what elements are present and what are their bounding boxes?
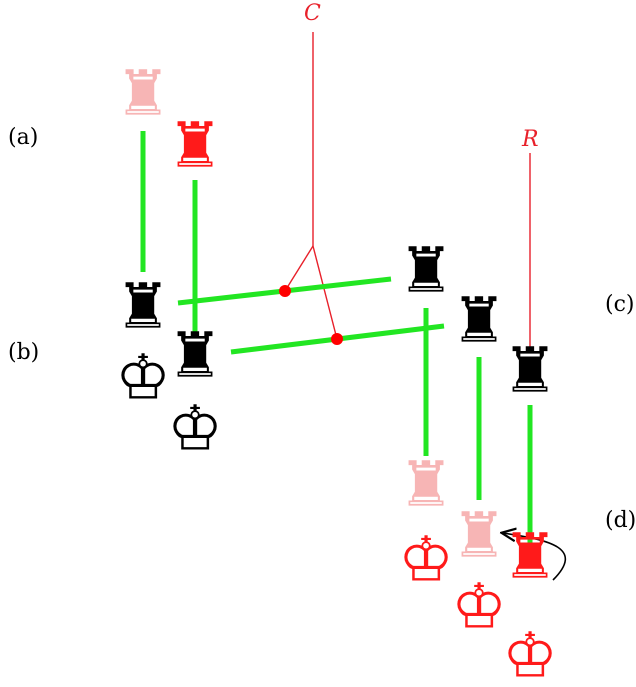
rook-faded-d-1: ♜	[398, 448, 454, 521]
label-axis-c: C	[304, 1, 321, 26]
label-axis-r: R	[521, 127, 539, 152]
c-axis-branch-left	[284, 245, 314, 292]
king-red-d-2: ♔	[451, 570, 507, 643]
move-arrow	[503, 533, 567, 581]
label-b: (b)	[8, 340, 39, 365]
rook-black-c-3: ♜	[502, 334, 558, 407]
label-d: (d)	[605, 508, 636, 533]
rook-red-a-right: ♜	[167, 109, 223, 182]
king-black-b-left: ♔	[115, 341, 171, 414]
label-c: (c)	[605, 292, 635, 317]
pieces: ♜ ♜ ♜ ♔ ♜ ♔ ♜ ♜ ♜ ♜ ♔ ♜ ♔ ♜ ♔	[115, 57, 558, 687]
rook-faded-d-2: ♜	[451, 499, 507, 572]
rook-black-c-1: ♜	[398, 234, 454, 307]
king-black-b-right: ♔	[167, 392, 223, 465]
c-axis	[284, 32, 531, 349]
rook-red-d-3: ♜	[502, 520, 558, 593]
intersection-dot-lower	[331, 333, 343, 345]
c-axis-branch-right	[312, 245, 338, 340]
rook-black-b-right: ♜	[167, 319, 223, 392]
rook-black-c-2: ♜	[451, 284, 507, 357]
intersection-dot-upper	[279, 285, 291, 297]
rook-faded-a-left: ♜	[115, 57, 171, 130]
rook-black-b-left: ♜	[115, 270, 171, 343]
label-a: (a)	[8, 125, 38, 150]
king-red-d-3: ♔	[502, 619, 558, 687]
king-red-d-1: ♔	[398, 523, 454, 596]
